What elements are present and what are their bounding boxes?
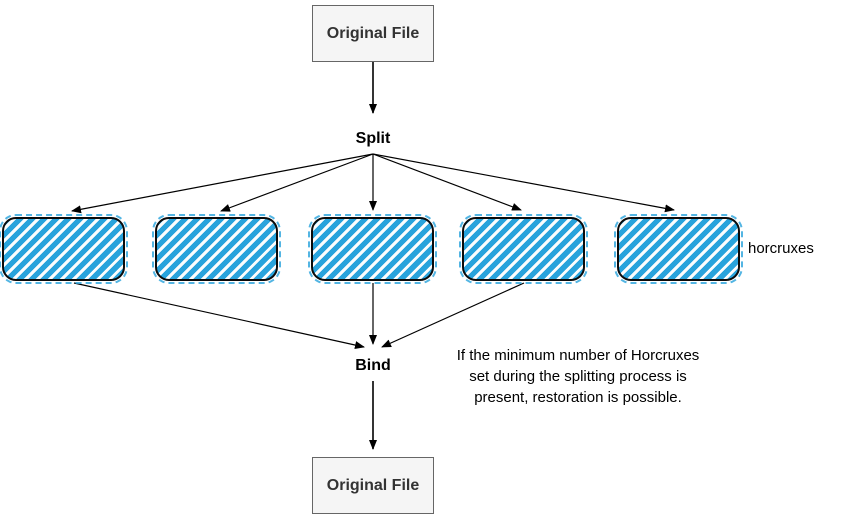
horcrux-box-5 bbox=[614, 214, 743, 284]
caption-line-3: present, restoration is possible. bbox=[474, 389, 682, 406]
original-file-node-top: Original File bbox=[312, 5, 434, 62]
connector-split-to-horcrux-4 bbox=[372, 153, 522, 211]
original-file-bottom-label: Original File bbox=[326, 476, 420, 494]
horcruxes-row-label: horcruxes bbox=[748, 240, 814, 257]
original-file-node-bottom: Original File bbox=[312, 457, 434, 514]
connector-split-to-horcrux-5 bbox=[372, 153, 675, 213]
restoration-caption: If the minimum number of Horcruxes set d… bbox=[428, 345, 728, 408]
connector-split-to-horcrux-2 bbox=[220, 153, 374, 212]
connector-horcrux-4-to-bind bbox=[381, 282, 525, 348]
connector-horcrux-1-to-bind bbox=[73, 282, 365, 349]
split-step-label: Split bbox=[355, 130, 391, 147]
horcrux-box-3 bbox=[308, 214, 437, 284]
caption-line-1: If the minimum number of Horcruxes bbox=[456, 347, 700, 364]
connector-split-to-horcrux-1 bbox=[71, 153, 374, 214]
bind-step-label: Bind bbox=[355, 357, 391, 374]
horcrux-box-2 bbox=[152, 214, 281, 284]
horcrux-box-4 bbox=[459, 214, 588, 284]
caption-line-2: set during the splitting process is bbox=[469, 368, 687, 385]
horcrux-box-1 bbox=[0, 214, 128, 284]
original-file-top-label: Original File bbox=[326, 24, 420, 42]
